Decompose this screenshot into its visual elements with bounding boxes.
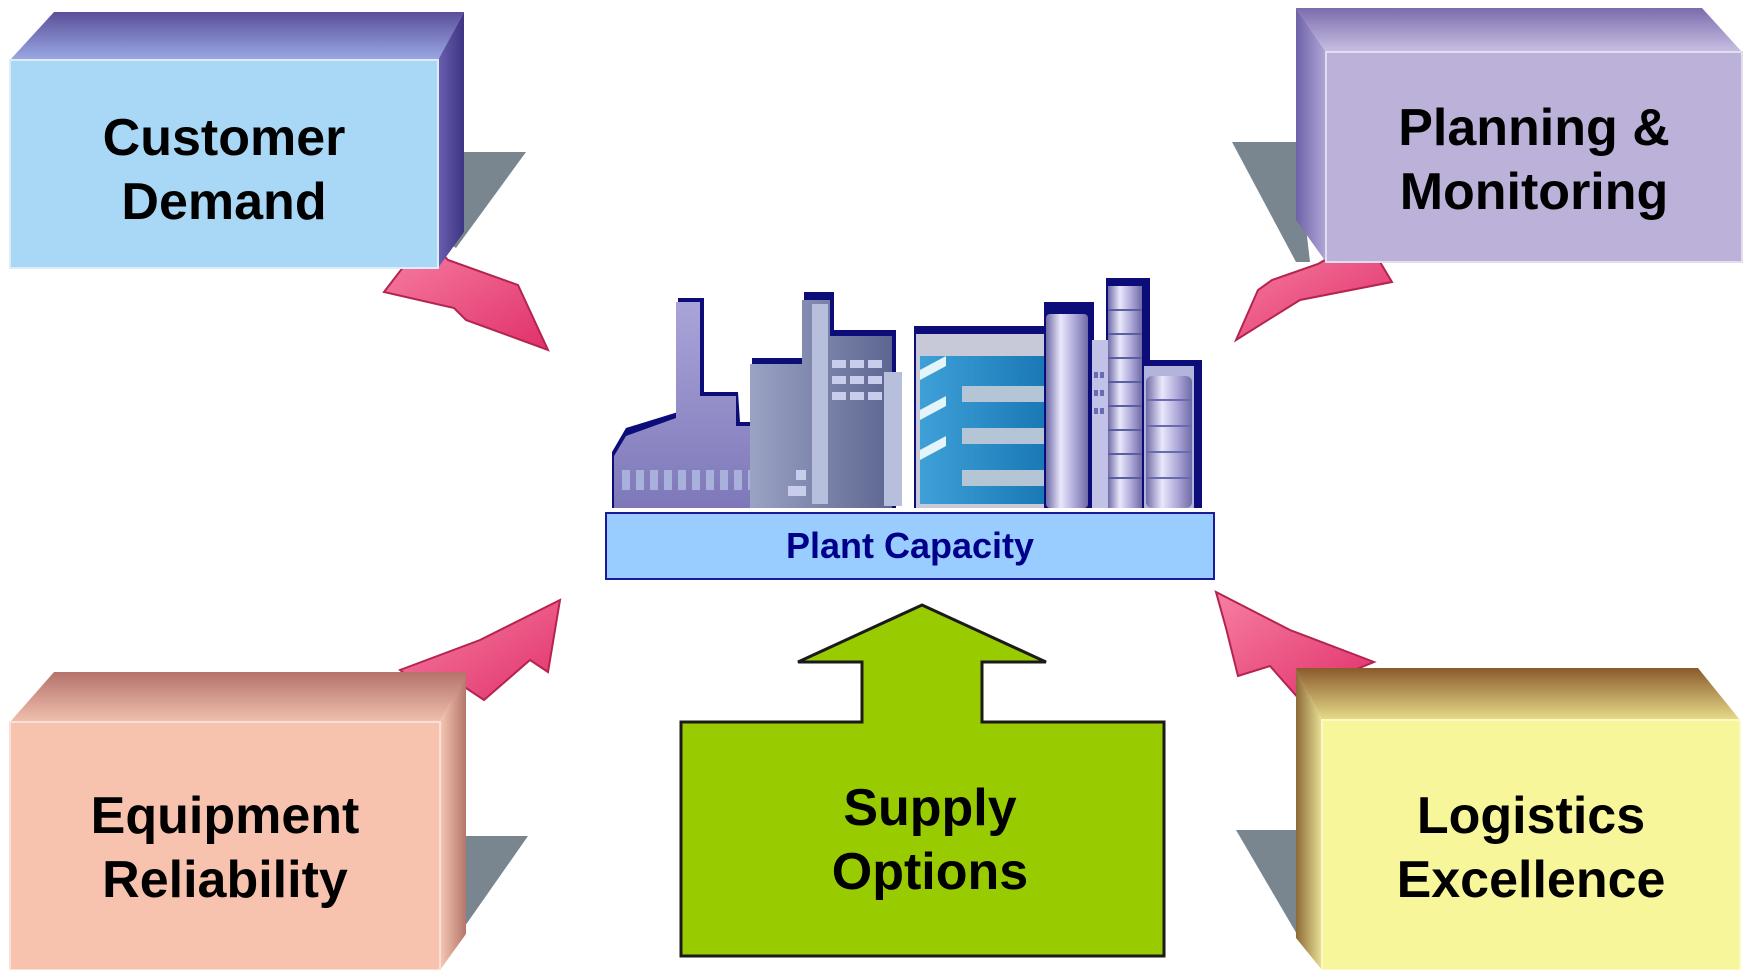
customer-demand-line-1: Customer <box>102 109 346 167</box>
planning-monitoring-line-2: Monitoring <box>1399 163 1669 221</box>
supply-options-line-2: Options <box>831 843 1029 901</box>
plant-capacity-bar <box>605 512 1215 580</box>
customer-demand-line-2: Demand <box>121 173 327 231</box>
logistics-excellence-line-2: Excellence <box>1396 851 1666 909</box>
supply-options-line-1: Supply <box>843 779 1017 837</box>
equipment-reliability-line-2: Reliability <box>102 851 348 909</box>
logistics-excellence-label: Logistics Excellence <box>1324 778 1738 918</box>
equipment-reliability-box <box>9 672 466 971</box>
equipment-reliability-label: Equipment Reliability <box>12 778 438 918</box>
planning-monitoring-box <box>1296 8 1743 263</box>
planning-monitoring-line-1: Planning & <box>1398 99 1670 157</box>
logistics-excellence-line-1: Logistics <box>1416 787 1646 845</box>
factory-illustration <box>612 278 1202 508</box>
supply-options-label: Supply Options <box>700 770 1160 910</box>
supply-options-box <box>679 603 1166 958</box>
customer-demand-box <box>9 12 464 269</box>
plant-capacity-label: Plant Capacity <box>785 525 1035 566</box>
logistics-excellence-box <box>1296 668 1741 971</box>
customer-demand-label: Customer Demand <box>12 100 436 240</box>
planning-monitoring-label: Planning & Monitoring <box>1328 90 1740 230</box>
equipment-reliability-line-1: Equipment <box>90 787 360 845</box>
